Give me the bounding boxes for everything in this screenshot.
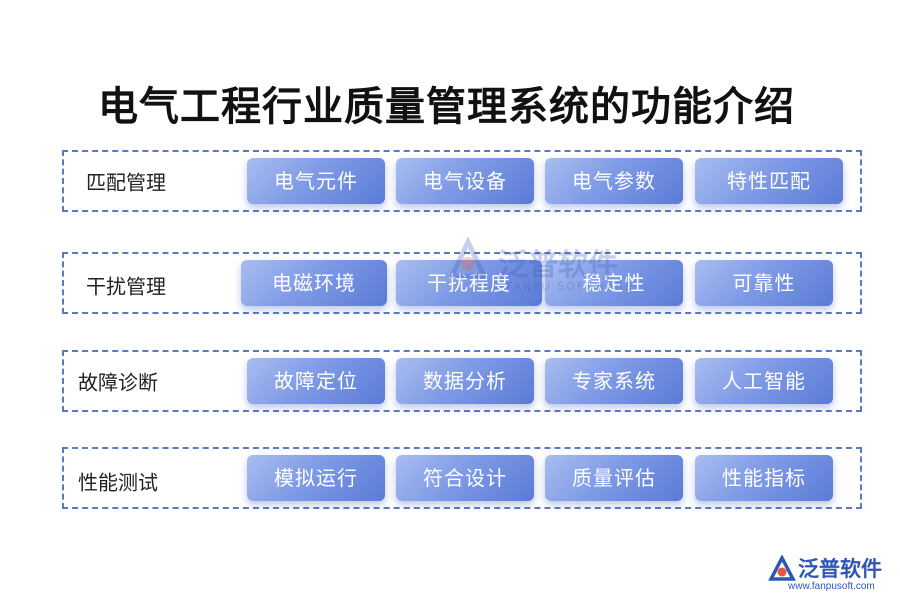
- brand-logo: 泛普软件 www.fanpusoft.com: [768, 553, 898, 597]
- item-button[interactable]: 电磁环境: [241, 260, 387, 306]
- item-button[interactable]: 电气参数: [545, 158, 683, 204]
- item-button[interactable]: 稳定性: [545, 260, 683, 306]
- row-label: 匹配管理: [86, 170, 166, 195]
- item-button[interactable]: 电气元件: [247, 158, 385, 204]
- row-performance-test: 性能测试 模拟运行 符合设计 质量评估 性能指标: [62, 447, 862, 509]
- brand-mark-icon: [768, 555, 796, 581]
- item-button[interactable]: 性能指标: [695, 455, 833, 501]
- item-button[interactable]: 专家系统: [545, 358, 683, 404]
- logo-text: 泛普软件: [798, 557, 882, 581]
- item-button[interactable]: 故障定位: [247, 358, 385, 404]
- item-button[interactable]: 特性匹配: [695, 158, 843, 204]
- row-fault-diagnosis: 故障诊断 故障定位 数据分析 专家系统 人工智能: [62, 350, 862, 412]
- item-button[interactable]: 质量评估: [545, 455, 683, 501]
- row-matching: 匹配管理 电气元件 电气设备 电气参数 特性匹配: [62, 150, 862, 212]
- row-interference: 干扰管理 电磁环境 干扰程度 稳定性 可靠性: [62, 252, 862, 314]
- page-title: 电气工程行业质量管理系统的功能介绍: [98, 84, 795, 130]
- item-button[interactable]: 数据分析: [396, 358, 534, 404]
- item-button[interactable]: 符合设计: [396, 455, 534, 501]
- item-button[interactable]: 电气设备: [396, 158, 534, 204]
- row-label: 性能测试: [78, 470, 158, 495]
- row-label: 故障诊断: [78, 370, 158, 395]
- item-button[interactable]: 可靠性: [695, 260, 833, 306]
- item-button[interactable]: 人工智能: [695, 358, 833, 404]
- item-button[interactable]: 模拟运行: [247, 455, 385, 501]
- logo-url: www.fanpusoft.com: [788, 581, 875, 592]
- item-button[interactable]: 干扰程度: [396, 260, 542, 306]
- row-label: 干扰管理: [86, 274, 166, 299]
